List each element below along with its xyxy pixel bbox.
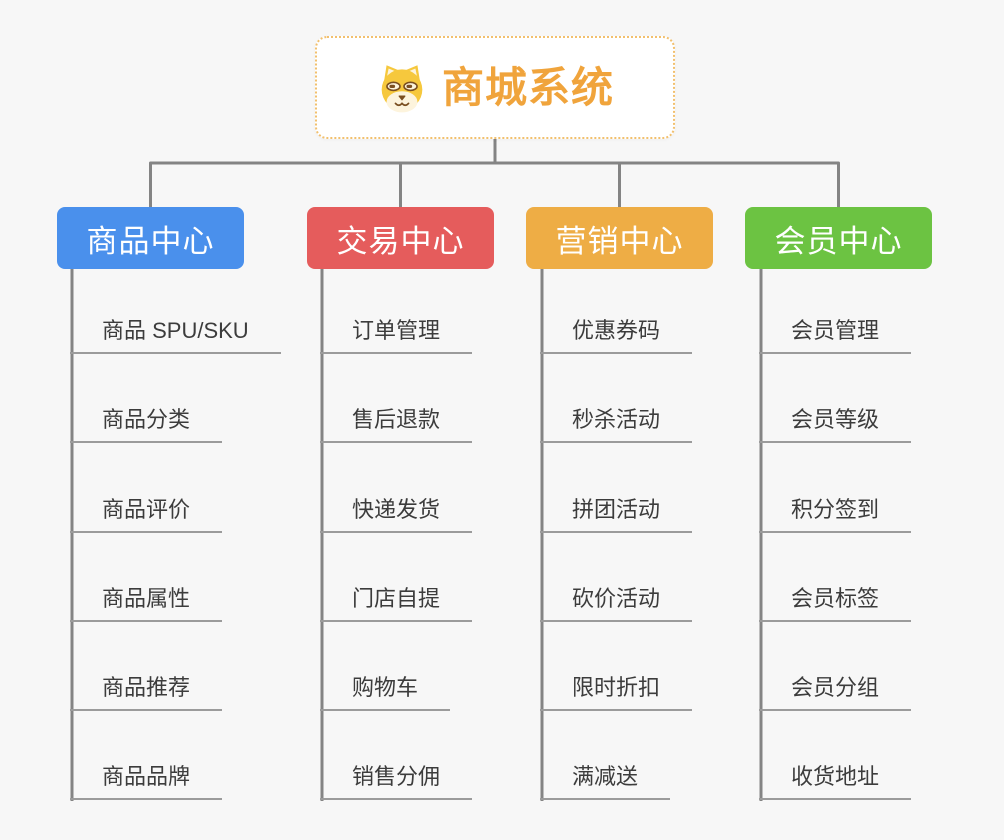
leaf-node[interactable]: 商品分类 — [70, 405, 223, 443]
branch-product-center[interactable]: 商品中心 — [57, 207, 244, 269]
leaf-node[interactable]: 积分签到 — [759, 495, 912, 533]
leaf-node[interactable]: 会员标签 — [759, 584, 912, 622]
leaf-node[interactable]: 砍价活动 — [540, 584, 693, 622]
leaf-node[interactable]: 拼团活动 — [540, 495, 693, 533]
leaf-node[interactable]: 快递发货 — [320, 495, 473, 533]
dog-face-icon — [381, 64, 423, 112]
leaf-node[interactable]: 商品评价 — [70, 495, 223, 533]
branch-marketing-center[interactable]: 营销中心 — [526, 207, 713, 269]
root-title: 商城系统 — [441, 63, 614, 111]
leaf-node[interactable]: 商品推荐 — [70, 673, 223, 711]
leaf-node[interactable]: 购物车 — [320, 673, 451, 711]
leaf-node[interactable]: 收货地址 — [759, 762, 912, 800]
leaf-node[interactable]: 会员分组 — [759, 673, 912, 711]
leaf-node[interactable]: 会员等级 — [759, 405, 912, 443]
leaf-node[interactable]: 优惠券码 — [540, 316, 693, 354]
branch-bus-line — [149, 161, 840, 207]
leaf-node[interactable]: 限时折扣 — [540, 673, 693, 711]
branch-member-center[interactable]: 会员中心 — [745, 207, 932, 269]
leaf-node[interactable]: 商品属性 — [70, 584, 223, 622]
leaf-node[interactable]: 满减送 — [540, 762, 671, 800]
root-node[interactable]: 商城系统 — [315, 36, 675, 139]
leaf-node[interactable]: 售后退款 — [320, 405, 473, 443]
leaf-node[interactable]: 会员管理 — [759, 316, 912, 354]
leaf-node[interactable]: 商品品牌 — [70, 762, 223, 800]
leaf-node[interactable]: 秒杀活动 — [540, 405, 693, 443]
leaf-node[interactable]: 销售分佣 — [320, 762, 473, 800]
branch-trade-center[interactable]: 交易中心 — [307, 207, 494, 269]
leaf-node[interactable]: 商品 SPU/SKU — [70, 316, 281, 354]
leaf-node[interactable]: 门店自提 — [320, 584, 473, 622]
leaf-node[interactable]: 订单管理 — [320, 316, 473, 354]
